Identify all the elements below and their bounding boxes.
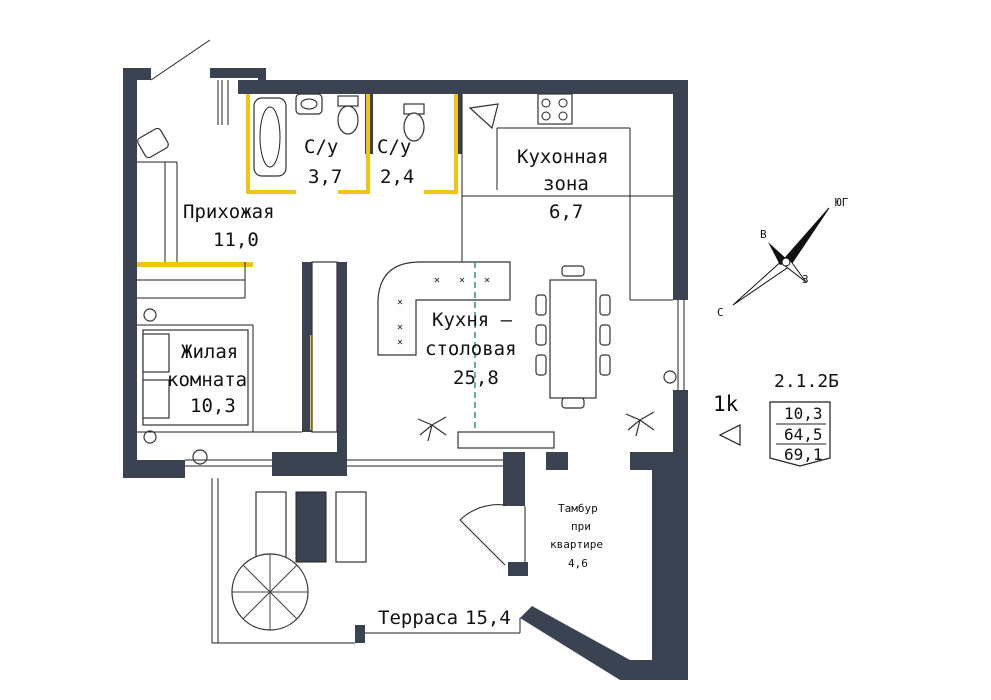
plant	[143, 308, 677, 465]
corner-sink	[468, 103, 499, 130]
kitchen-dining-name-2: столовая	[425, 338, 517, 360]
tv-stand	[457, 431, 555, 449]
toilet	[403, 112, 425, 142]
sun-lounger	[255, 491, 287, 563]
compass-south-label: ЮГ	[835, 196, 849, 209]
bathroom2-name: С/у	[377, 136, 411, 158]
triangle-arrow-icon	[718, 424, 741, 446]
vestibule-name-3: квартире	[550, 538, 603, 551]
living-room-name-1: Жилая	[181, 341, 238, 363]
compass-north-label: С	[717, 306, 724, 319]
stove	[537, 93, 573, 125]
hallway-area: 11,0	[213, 229, 259, 251]
wardrobe	[311, 261, 338, 433]
sun-lounger	[295, 491, 327, 563]
dining-table	[549, 279, 597, 399]
sink	[295, 93, 323, 115]
bathroom1-area: 3,7	[308, 166, 342, 188]
compass-east-label: В	[760, 228, 767, 241]
vestibule-name-1: Тамбур	[558, 502, 598, 515]
compass-west-label: З	[802, 273, 809, 286]
hallway-name: Прихожая	[183, 201, 275, 223]
armchair	[137, 127, 169, 159]
kitchen-zone-name-2: зона	[543, 173, 589, 195]
area-living: 10,3	[784, 404, 823, 423]
terrace-area: 15,4	[465, 607, 511, 629]
living-room-name-2: комната	[167, 369, 247, 391]
bathroom1-name: С/у	[304, 136, 338, 158]
interior-lines	[137, 39, 685, 644]
apartment-type: 1k	[713, 392, 739, 416]
apartment-code: 2.1.2Б	[774, 371, 839, 392]
furniture	[137, 93, 677, 631]
terrace-name: Терраса	[378, 607, 458, 629]
compass-rose-icon	[732, 207, 830, 306]
area-total: 64,5	[784, 425, 823, 444]
sun-lounger	[335, 491, 367, 563]
vestibule-name-2: при	[571, 520, 591, 533]
kitchen-dining-area: 25,8	[453, 367, 499, 389]
area-badge	[769, 401, 831, 467]
kitchen-dining-name-1: Кухня –	[432, 309, 513, 331]
area-with-terrace: 69,1	[784, 445, 823, 464]
living-room-area: 10,3	[190, 395, 236, 417]
kitchen-zone-area: 6,7	[549, 201, 583, 223]
corner-sofa	[377, 261, 511, 356]
kitchen-zone-name-1: Кухонная	[517, 146, 609, 168]
toilet	[337, 105, 359, 135]
bathtub	[253, 97, 287, 177]
bathroom2-area: 2,4	[380, 166, 414, 188]
vestibule-area: 4,6	[568, 557, 588, 570]
